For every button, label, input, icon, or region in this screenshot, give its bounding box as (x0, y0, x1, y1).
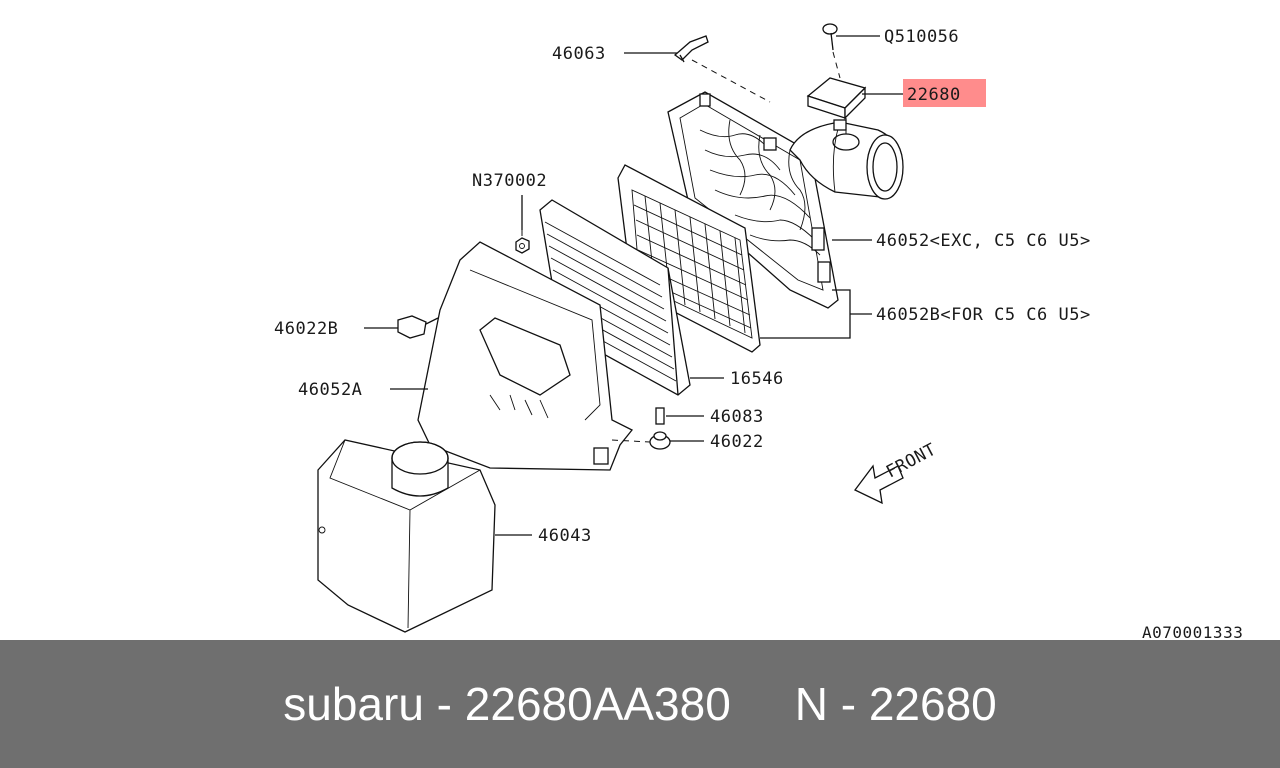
grommet-46022b (397, 315, 439, 339)
label-n370002: N370002 (472, 171, 547, 191)
leader-lines (364, 35, 903, 536)
parts-diagram: FRONT 46063 Q510056 22680 N370002 46052<… (274, 23, 1243, 640)
front-arrow-icon (854, 464, 904, 505)
label-46022b: 46022B (274, 319, 338, 339)
label-22680: 22680 (907, 85, 961, 105)
caption-ref-number: N - 22680 (794, 678, 997, 730)
front-label: FRONT (883, 440, 940, 483)
screw-q510056 (822, 23, 838, 51)
lower-case-46052a (417, 241, 634, 471)
air-filter-16546 (539, 199, 691, 396)
pin-46083 (655, 407, 665, 425)
label-46083: 46083 (710, 407, 764, 427)
filter-screen-grid (617, 164, 761, 353)
intake-duct (789, 121, 904, 200)
caption-spacer (731, 677, 795, 731)
caption-bar: subaru - 22680AA380 N - 22680 (0, 640, 1280, 768)
label-46043: 46043 (538, 526, 592, 546)
exploded-view-drawing: FRONT 46063 Q510056 22680 N370002 46052<… (274, 23, 1243, 640)
label-46052: 46052<EXC, C5 C6 U5> (876, 231, 1091, 251)
caption-part-number: subaru - 22680AA380 (283, 678, 731, 730)
label-16546: 16546 (730, 369, 784, 389)
assembly-guide-lines (521, 51, 847, 443)
clip-46063 (673, 35, 709, 63)
nut-n370002 (515, 237, 530, 254)
resonator-46043 (317, 439, 496, 633)
diagram-code: A070001333 (1142, 623, 1243, 640)
label-46063: 46063 (552, 44, 606, 64)
grommet-46022 (649, 431, 671, 450)
sensor-22680 (806, 77, 867, 151)
highlight-22680 (903, 79, 986, 107)
label-46022: 46022 (710, 432, 764, 452)
label-46052b: 46052B<FOR C5 C6 U5> (876, 305, 1091, 325)
label-46052a: 46052A (298, 380, 362, 400)
label-q510056: Q510056 (884, 27, 959, 47)
